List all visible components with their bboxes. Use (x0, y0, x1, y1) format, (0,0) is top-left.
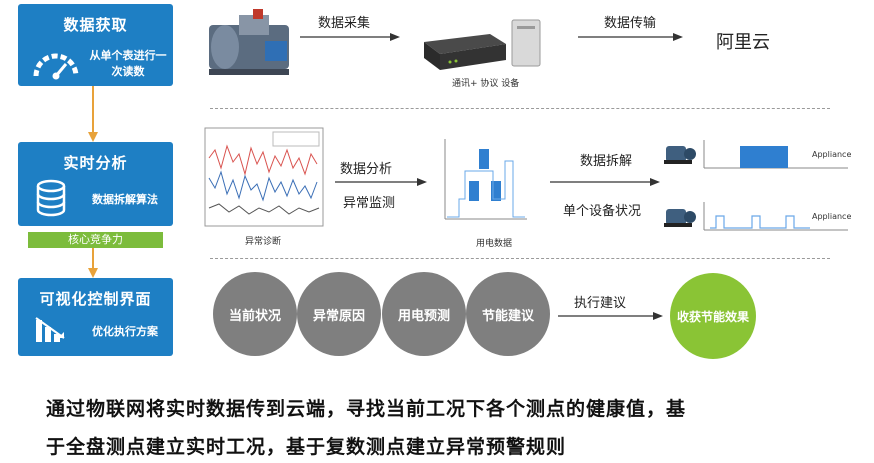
anomaly-timeseries-plot (204, 127, 324, 227)
label-single-device-status: 单个设备状况 (563, 204, 642, 219)
caption-line-1: 通过物联网将实时数据传到云端，寻找当前工况下各个测点的健康值，基 (46, 398, 687, 420)
plot-caption-anomaly: 异常诊断 (245, 237, 282, 247)
label-data-transmission: 数据传输 (604, 16, 657, 31)
arrow-data-transmission (578, 33, 683, 41)
appliance-label-1: Appliance (812, 150, 852, 159)
usage-data-caption: 用电数据 (476, 239, 513, 249)
flow-arrow-1 (88, 86, 98, 142)
chiller-unit-image (209, 9, 289, 75)
stage-title: 数据获取 (63, 16, 128, 34)
gauge-icon (33, 53, 79, 80)
separator-2 (210, 258, 830, 259)
core-competence-tag: 核心竞争力 (28, 232, 163, 248)
label-execute-advice: 执行建议 (574, 296, 627, 311)
label-data-split: 数据拆解 (580, 154, 633, 169)
stage-realtime-analysis: 实时分析 数据拆解算法 (18, 142, 173, 226)
label-anomaly-monitoring: 异常监测 (343, 196, 396, 211)
arrow-data-collection (300, 33, 400, 41)
stage-visual-control: 可视化控制界面 优化执行方案 (18, 278, 173, 356)
database-icon (36, 179, 66, 217)
result-energy-saving: 收获节能效果 (670, 273, 756, 359)
appliance-power-chart-1 (703, 140, 848, 169)
arrow-execute-advice (558, 312, 663, 320)
flow-arrow-2 (88, 248, 98, 278)
circle-energy-saving-advice: 节能建议 (466, 272, 550, 356)
computer-case-image (511, 19, 541, 67)
stage-subtitle: 从单个表进行一次读数 (89, 49, 167, 78)
stage-title: 可视化控制界面 (39, 290, 152, 308)
appliance-power-chart-2 (703, 202, 848, 231)
circle-anomaly-cause: 异常原因 (297, 272, 381, 356)
stage-subtitle: 优化执行方案 (92, 325, 158, 338)
caption-line-2: 于全盘测点建立实时工况，基于复数测点建立异常预警规则 (46, 436, 567, 458)
appliance-label-2: Appliance (812, 212, 852, 221)
device-motor-icon-2 (664, 209, 696, 227)
device-caption: 通讯+ 协议 设备 (452, 79, 520, 89)
label-data-analysis: 数据分析 (340, 162, 393, 177)
circle-power-forecast: 用电预测 (382, 272, 466, 356)
stage-subtitle: 数据拆解算法 (92, 193, 158, 206)
circle-current-status: 当前状况 (213, 272, 297, 356)
stage-title: 实时分析 (63, 154, 128, 172)
label-data-collection: 数据采集 (318, 16, 371, 31)
arrow-analysis (335, 178, 427, 186)
separator-1 (210, 108, 830, 109)
usage-data-chart (444, 139, 527, 220)
gateway-device-image (424, 34, 506, 70)
destination-aliyun: 阿里云 (716, 32, 770, 53)
arrow-split (550, 178, 660, 186)
bar-chart-down-icon (35, 317, 65, 342)
stage-data-acquisition: 数据获取 从单个表进行一次读数 (18, 4, 173, 86)
device-motor-icon-1 (664, 146, 696, 164)
